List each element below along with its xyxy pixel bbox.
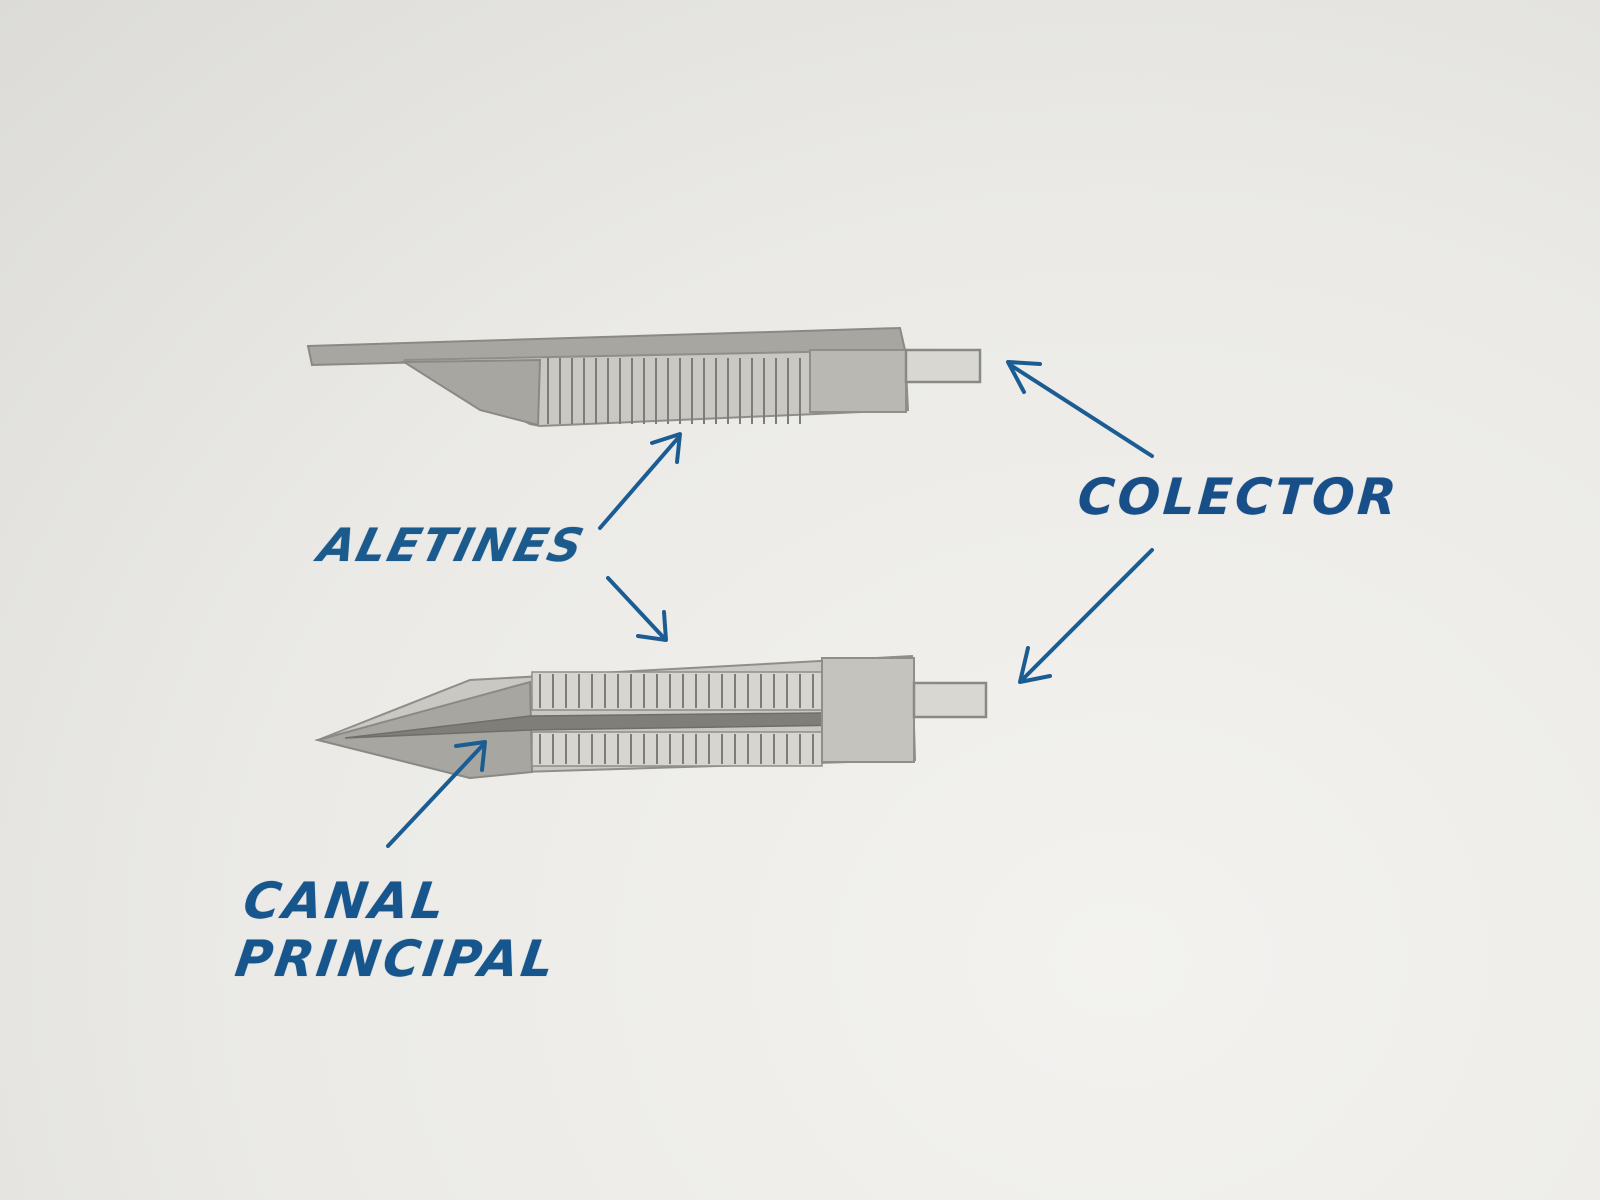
side-view-fins xyxy=(547,358,801,424)
side-view-collector-block xyxy=(809,349,907,413)
plan-view-fins xyxy=(539,674,814,764)
side-view-nose xyxy=(400,358,542,427)
arrow-colector-to-side-view xyxy=(1006,360,1154,458)
plan-view-collector-block xyxy=(821,657,915,763)
plan-view-upper-fin-band xyxy=(531,671,823,711)
side-view-drawing xyxy=(306,326,982,428)
arrow-aletines-to-plan-view xyxy=(606,576,668,642)
annotation-arrows xyxy=(386,360,1154,848)
label-canal-line1: CANAL xyxy=(240,872,451,930)
plan-view-lower-fin-band xyxy=(531,731,823,767)
label-colector: COLECTOR xyxy=(1075,468,1402,526)
label-aletines: ALETINES xyxy=(313,518,591,572)
plan-view-collector-tube xyxy=(912,681,988,719)
plan-view-drawing xyxy=(314,654,988,780)
arrow-canal-to-channel xyxy=(386,740,487,848)
label-canal-principal: CANAL PRINCIPAL xyxy=(232,872,569,988)
label-canal-line2: PRINCIPAL xyxy=(231,930,561,988)
arrow-aletines-to-side-view xyxy=(598,432,682,530)
side-view-collector-tube xyxy=(904,348,982,384)
arrow-colector-to-plan-view xyxy=(1018,548,1154,684)
